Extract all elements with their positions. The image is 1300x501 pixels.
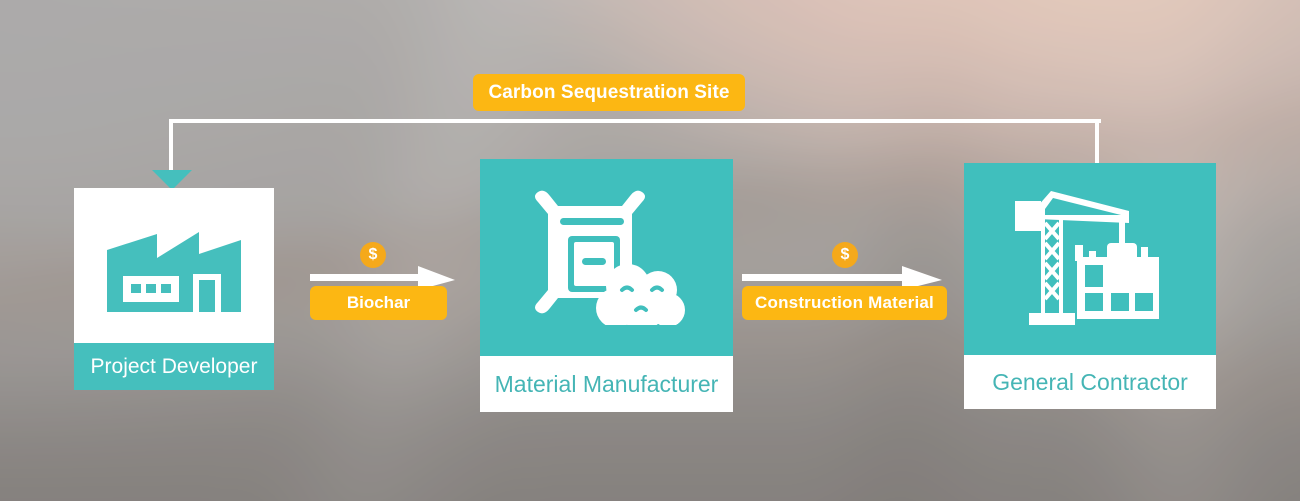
flow-arrow-icon [742,266,942,290]
flow-biochar-label[interactable]: Biochar [310,286,447,320]
node-project-developer[interactable]: Project Developer [74,188,274,390]
node-general-contractor[interactable]: General Contractor [964,163,1216,409]
dollar-coin-icon: $ [832,242,858,268]
material-manufacturer-label: Material Manufacturer [480,356,733,412]
project-developer-icon-panel [74,188,274,343]
carbon-sequestration-site-badge[interactable]: Carbon Sequestration Site [473,74,745,111]
general-contractor-label: General Contractor [964,355,1216,409]
flow-biochar: $ Biochar [310,242,455,322]
material-manufacturer-icon-panel [480,159,733,356]
connector-branch-right [1095,119,1099,164]
general-contractor-icon-panel [964,163,1216,355]
dollar-coin-icon: $ [360,242,386,268]
flow-construction-material-label[interactable]: Construction Material [742,286,947,320]
cement-bag-icon [535,190,685,325]
project-developer-label: Project Developer [74,343,274,390]
construction-crane-icon [1015,191,1159,325]
connector-horizontal [173,119,1101,123]
connector-branch-left [169,119,173,175]
connector-arrowhead-icon [152,170,192,190]
flow-construction-material: $ Construction Material [742,242,947,322]
factory-icon [107,231,241,312]
flow-arrow-icon [310,266,455,290]
node-material-manufacturer[interactable]: Material Manufacturer [480,159,733,412]
